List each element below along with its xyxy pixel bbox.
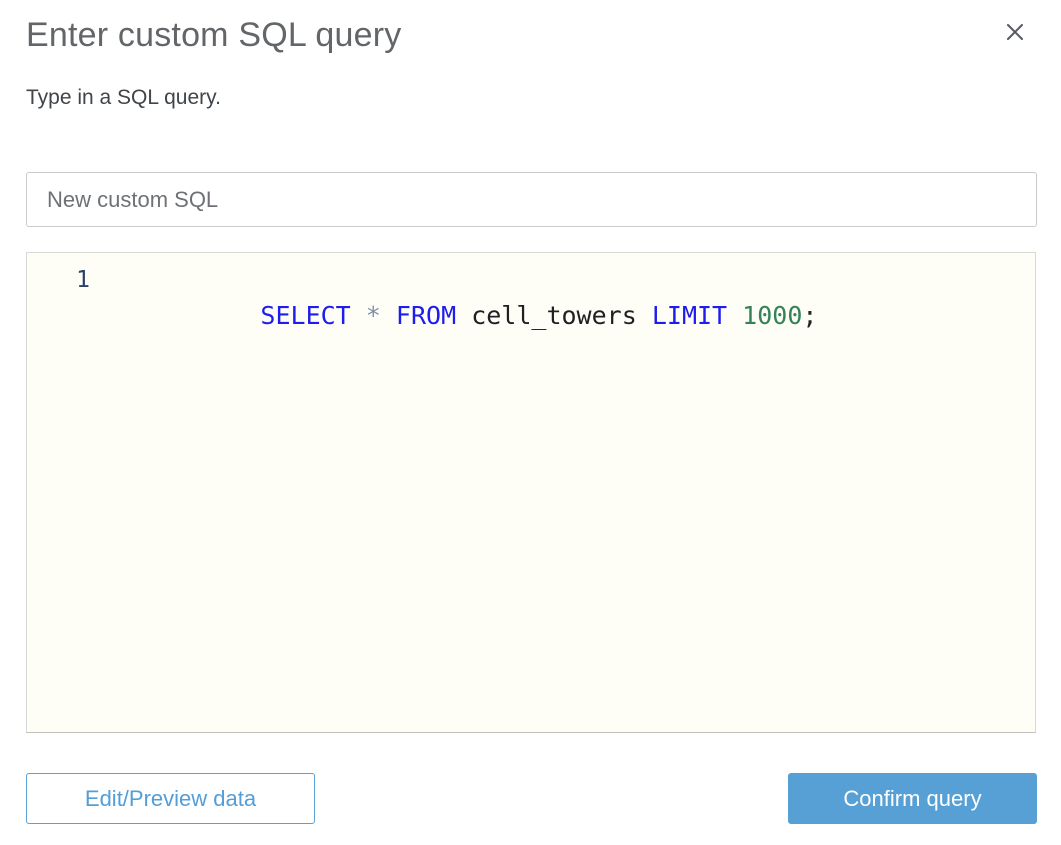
- sql-code-editor[interactable]: 1 SELECT * FROM cell_towers LIMIT 1000;: [26, 252, 1036, 733]
- sql-token-space: [637, 301, 652, 330]
- close-icon: [1007, 24, 1023, 40]
- sql-token-semicolon: ;: [802, 301, 818, 330]
- close-button[interactable]: [1001, 18, 1029, 46]
- sql-token-space: [351, 301, 366, 330]
- sql-token-keyword: SELECT: [260, 301, 351, 330]
- sql-token-space: [456, 301, 471, 330]
- sql-token-space: [381, 301, 396, 330]
- query-name-input[interactable]: [26, 172, 1037, 227]
- dialog-title: Enter custom SQL query: [26, 16, 402, 54]
- sql-token-number: 1000: [742, 301, 803, 330]
- sql-token-table-name: cell_towers: [471, 301, 637, 330]
- code-line: 1 SELECT * FROM cell_towers LIMIT 1000;: [27, 253, 1035, 370]
- sql-token-keyword: FROM: [395, 301, 457, 330]
- sql-token-keyword: LIMIT: [651, 301, 728, 330]
- sql-token-star: *: [365, 301, 381, 330]
- dialog-instructions: Type in a SQL query.: [26, 86, 221, 109]
- code-line-content: SELECT * FROM cell_towers LIMIT 1000;: [116, 262, 817, 370]
- edit-preview-data-button[interactable]: Edit/Preview data: [26, 773, 315, 824]
- line-number: 1: [76, 267, 90, 293]
- confirm-query-button[interactable]: Confirm query: [788, 773, 1037, 824]
- sql-token-space: [727, 301, 742, 330]
